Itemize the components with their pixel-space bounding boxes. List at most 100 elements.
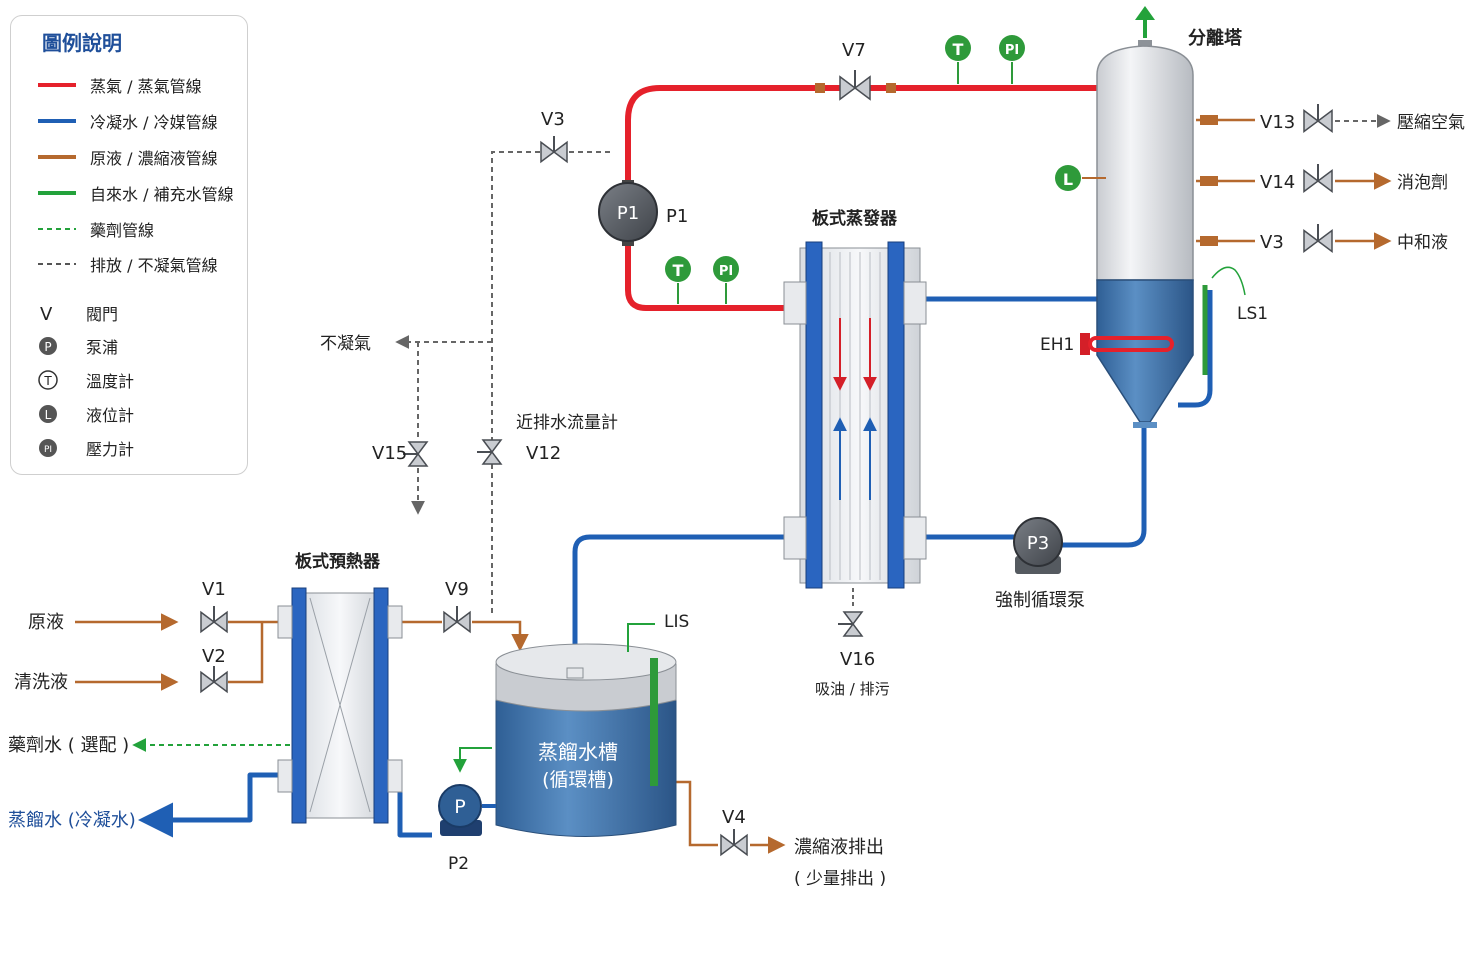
vent-up-arrow-icon (1135, 6, 1155, 20)
nozzle (903, 516, 927, 560)
legend-label-drain: 排放 / 不凝氣管線 (90, 256, 218, 275)
evaporator-frame-left (805, 241, 823, 589)
concentrate-note: ( 少量排出 ) (794, 869, 886, 889)
pump-p3 (1013, 517, 1063, 574)
drain-pipes (395, 114, 1391, 616)
pump-p1-badge: P1 (617, 203, 639, 224)
valve-v4[interactable] (720, 829, 748, 857)
plate-preheater (277, 587, 403, 824)
valve-v3-top[interactable] (540, 136, 568, 164)
v7-label: V7 (842, 40, 866, 61)
nozzle (387, 759, 403, 793)
legend-symbol-p-label: 泵浦 (86, 338, 118, 357)
valve-v16[interactable] (838, 611, 864, 637)
legend-symbol-l-label: 液位計 (86, 406, 134, 425)
separator-tower (1096, 6, 1194, 428)
v3-top-label: V3 (541, 109, 565, 130)
tank-lid (495, 643, 677, 681)
valve-v12[interactable] (477, 439, 503, 465)
tank-level-tube (650, 658, 658, 786)
v15-label: V15 (372, 443, 407, 464)
pump-p2-badge: P (454, 796, 465, 818)
legend-label-water: 冷凝水 / 冷媒管線 (90, 113, 218, 132)
valve-v13[interactable] (1303, 104, 1333, 133)
legend-symbol-t: T (43, 374, 52, 388)
level-gauge-icon[interactable] (1055, 165, 1081, 191)
thermometer-symbol-icon (38, 370, 58, 390)
pressure-gauge-symbol-icon (39, 439, 57, 457)
water-pipe-preheater-to-p2 (397, 775, 432, 838)
separator-shell-upper (1096, 45, 1194, 281)
v1-label: V1 (202, 579, 226, 600)
forced-pump-label: 強制循環泵 (995, 590, 1085, 611)
water-pipe-separator-to-p3 (1060, 428, 1147, 548)
legend-line-chem: 藥劑管線 (38, 221, 154, 240)
preheater-frame-right (373, 587, 389, 824)
nozzle (783, 516, 807, 560)
heater-eh1 (1080, 333, 1174, 355)
flange (886, 83, 896, 93)
pressure-gauge-top-label: PI (1005, 43, 1019, 58)
nozzle (783, 281, 807, 325)
pump-p3-body (1013, 517, 1063, 567)
water-pipe-ls1-return (1178, 290, 1213, 408)
lis-sensor (627, 623, 655, 652)
plate-evaporator (783, 241, 927, 608)
water-pipes (138, 290, 1213, 838)
separator-label: 分離塔 (1188, 27, 1243, 49)
pressure-gauge-icon[interactable] (999, 35, 1025, 61)
heater-label: EH1 (1040, 335, 1074, 355)
neutralizer-label: 中和液 (1397, 233, 1448, 253)
pressure-gauge-icon[interactable] (713, 256, 739, 282)
tank-label: 蒸餾水槽 (538, 740, 618, 764)
legend-symbol-v-label: 閥門 (86, 305, 118, 324)
valve-v1[interactable] (200, 606, 228, 634)
valve-v15[interactable] (403, 441, 429, 467)
thermometer-icon[interactable] (665, 256, 691, 282)
noncondensable-label: 不凝氣 (320, 334, 371, 354)
thermometer-mid-label: T (673, 261, 684, 280)
evaporator-frame-right (887, 241, 905, 589)
nozzle (387, 605, 403, 639)
v13-label: V13 (1260, 112, 1295, 133)
legend-label-tap: 自來水 / 補充水管線 (90, 185, 234, 204)
legend-symbol-t-label: 溫度計 (86, 372, 134, 391)
v14-label: V14 (1260, 172, 1295, 193)
chem-water-label: 藥劑水 ( 選配 ) (8, 735, 129, 756)
legend-line-steam: 蒸氣 / 蒸氣管線 (38, 77, 202, 96)
thermometer-icon[interactable] (945, 35, 971, 61)
legend-line-tap: 自來水 / 補充水管線 (38, 185, 234, 204)
ls1-leader (1211, 266, 1246, 296)
ls1-label: LS1 (1237, 304, 1268, 324)
distilled-label: 蒸餾水 (冷凝水) (8, 810, 136, 831)
tank-inlet (566, 667, 584, 679)
tank-sublabel: (循環槽) (542, 769, 614, 791)
valve-v2[interactable] (200, 666, 228, 694)
valve-v9[interactable] (443, 606, 471, 634)
valve-v3-right[interactable] (1303, 224, 1333, 253)
level-gauge-label: L (1063, 170, 1073, 189)
concentrate-out-label: 濃縮液排出 (794, 837, 884, 858)
pump-p1-body (598, 182, 658, 242)
valve-v14[interactable] (1303, 164, 1333, 193)
evaporator-label: 板式蒸發器 (812, 208, 898, 229)
pump-p3-badge: P3 (1027, 533, 1049, 554)
feed-label: 原液 (28, 612, 64, 633)
flowmeter-label: 近排水流量計 (516, 413, 618, 433)
flange (1200, 115, 1218, 125)
legend: 圖例說明 蒸氣 / 蒸氣管線 冷凝水 / 冷媒管線 原液 / 濃縮液管線 自來水… (38, 31, 234, 459)
comp-air-label: 壓縮空氣 (1397, 113, 1465, 133)
v16-label: V16 (840, 649, 875, 670)
pump-symbol-icon (39, 337, 57, 355)
separator-outlet (1133, 422, 1157, 428)
nozzle (277, 759, 293, 793)
valve-v7[interactable] (839, 70, 871, 101)
preheater-label: 板式預熱器 (295, 551, 381, 572)
legend-symbol-level: L 液位計 (39, 405, 134, 425)
v4-label: V4 (722, 807, 746, 828)
v3-right-label: V3 (1260, 232, 1284, 253)
v12-label: V12 (526, 443, 561, 464)
heater-element (1088, 336, 1174, 352)
legend-symbol-pi: PI (44, 445, 52, 455)
pump-p1-tag: P1 (666, 206, 688, 227)
